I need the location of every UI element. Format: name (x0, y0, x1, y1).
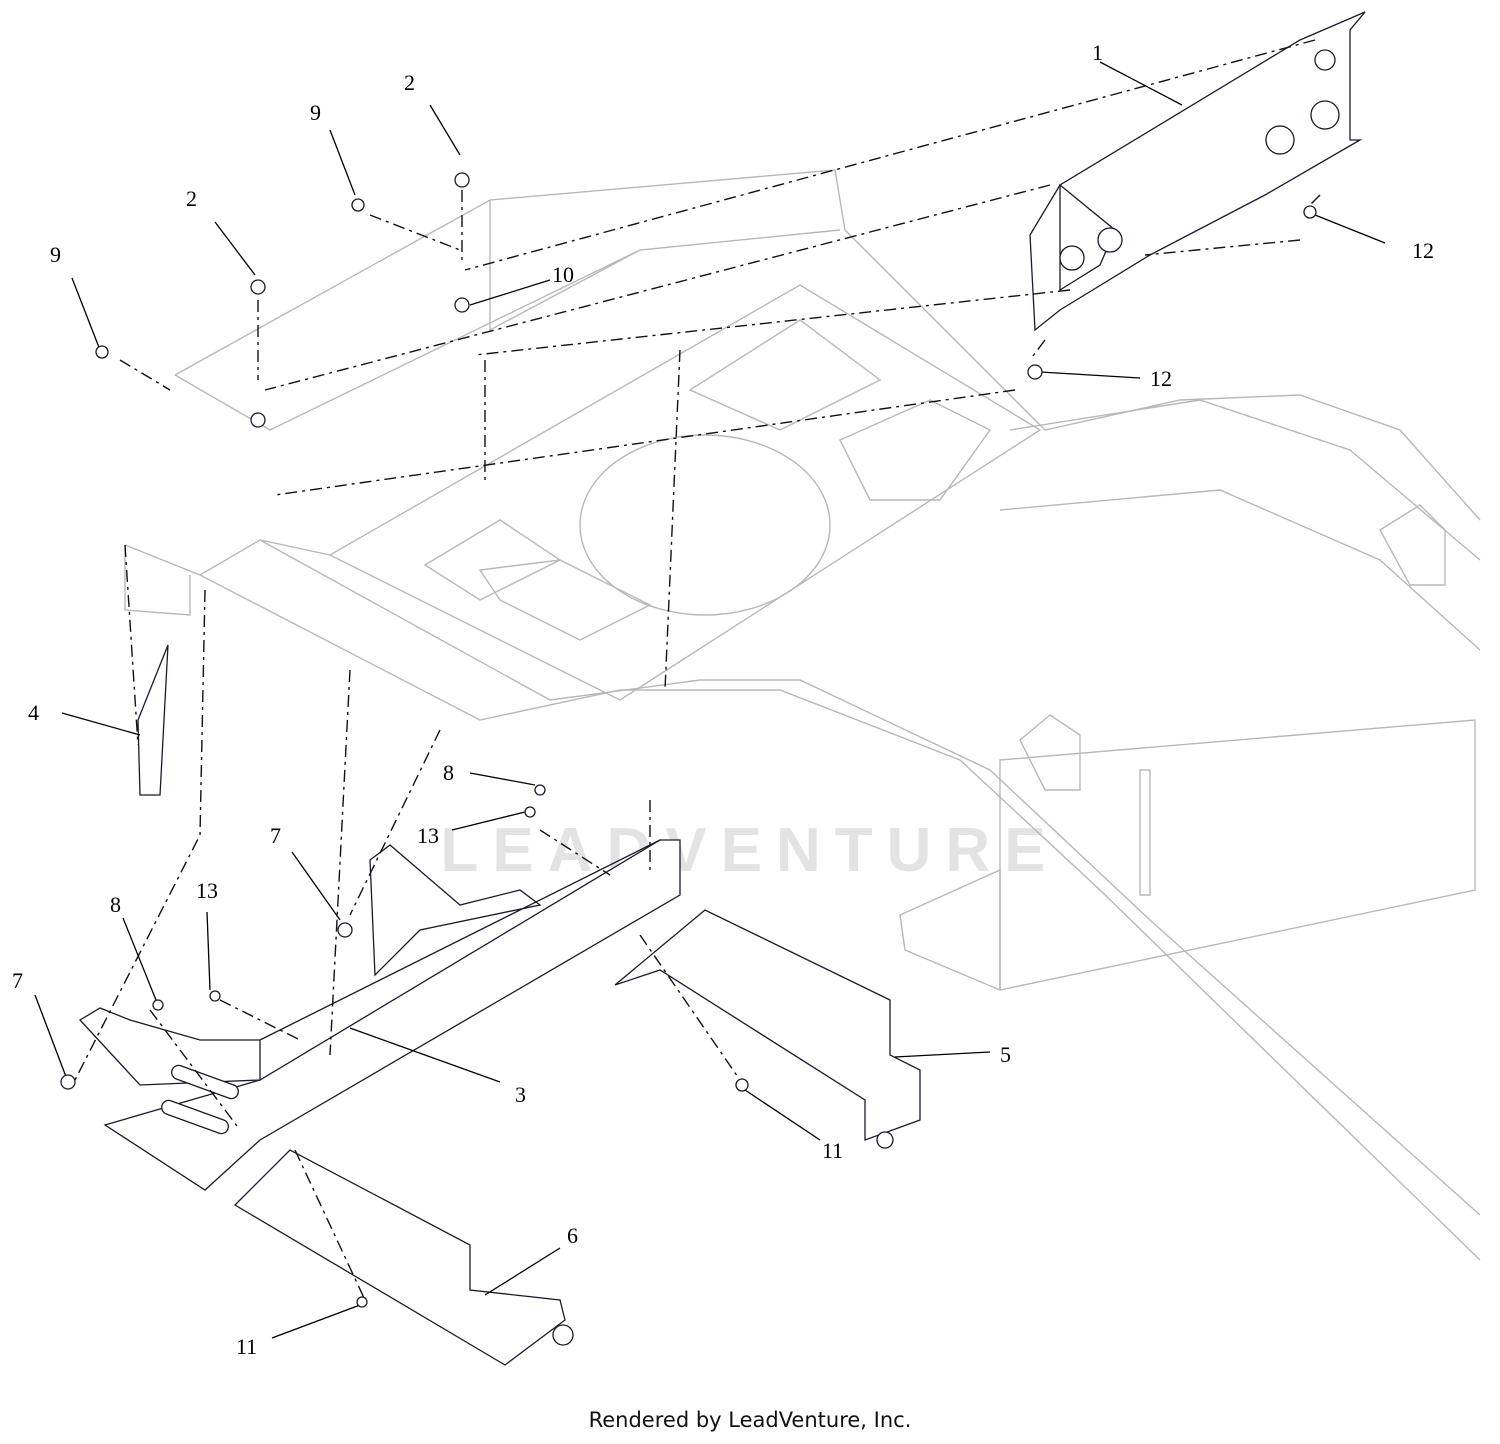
callout-12: 12 (1412, 238, 1434, 263)
callout-6: 6 (567, 1223, 578, 1248)
assembly-lines (74, 39, 1321, 1301)
callout-1: 1 (1092, 40, 1103, 65)
callout-13: 13 (196, 878, 218, 903)
callout-3: 3 (515, 1082, 526, 1107)
callout-2: 2 (186, 186, 197, 211)
part-1-right-shield (1029, 11, 1366, 332)
callout-12: 12 (1150, 366, 1172, 391)
part-4-bracket (137, 644, 169, 796)
callout-11: 11 (822, 1138, 843, 1163)
hardware (60, 172, 1317, 1308)
callouts: 1 2 2 3 4 5 6 7 7 8 8 9 9 10 11 11 12 12… (12, 40, 1434, 1359)
callout-2: 2 (404, 70, 415, 95)
callout-7: 7 (270, 823, 281, 848)
part-3-center-channel (78, 839, 681, 1191)
callout-10: 10 (552, 262, 574, 287)
callout-13: 13 (417, 823, 439, 848)
footer-credit: Rendered by LeadVenture, Inc. (588, 1408, 912, 1432)
leader-lines (34, 61, 1386, 1339)
callout-5: 5 (1000, 1042, 1011, 1067)
callout-4: 4 (28, 700, 39, 725)
callout-9: 9 (310, 100, 321, 125)
part-5-lower-shield (614, 909, 921, 1149)
watermark: LEADVENTURE (440, 816, 1060, 885)
part-6-lower-shield (233, 1149, 574, 1366)
callout-7: 7 (12, 968, 23, 993)
callout-11: 11 (236, 1334, 257, 1359)
callout-8: 8 (110, 892, 121, 917)
callout-9: 9 (50, 242, 61, 267)
callout-8: 8 (443, 760, 454, 785)
frame-outline (124, 169, 1481, 1261)
